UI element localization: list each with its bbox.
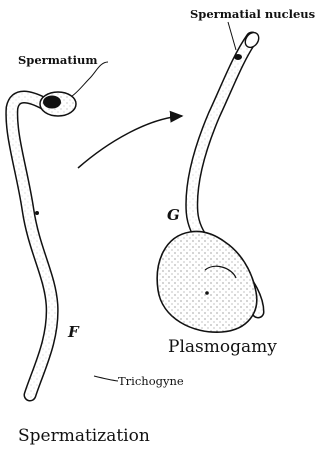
figure-label-g: G xyxy=(167,206,180,224)
trichogyne-nucleus xyxy=(35,211,39,215)
trichogyne-label: Trichogyne xyxy=(118,374,184,388)
plasmogamy-caption: Plasmogamy xyxy=(168,337,277,357)
figure-label-f: F xyxy=(68,323,79,341)
carpogonium xyxy=(157,231,257,332)
spermatium-nucleus xyxy=(43,96,61,109)
spermatial-nucleus-pointer xyxy=(228,22,236,50)
trichogyne-pointer xyxy=(94,376,118,381)
spermatial-nucleus-label: Spermatial nucleus xyxy=(190,7,315,21)
spermatium-pointer xyxy=(72,62,108,96)
spermatization-caption: Spermatization xyxy=(18,426,150,446)
spermatial-nucleus-marker xyxy=(234,54,242,60)
spermatium-cell xyxy=(40,92,76,116)
transition-arrow xyxy=(78,116,182,168)
spermatium-label: Spermatium xyxy=(18,53,98,67)
trichogyne-left xyxy=(12,97,52,395)
